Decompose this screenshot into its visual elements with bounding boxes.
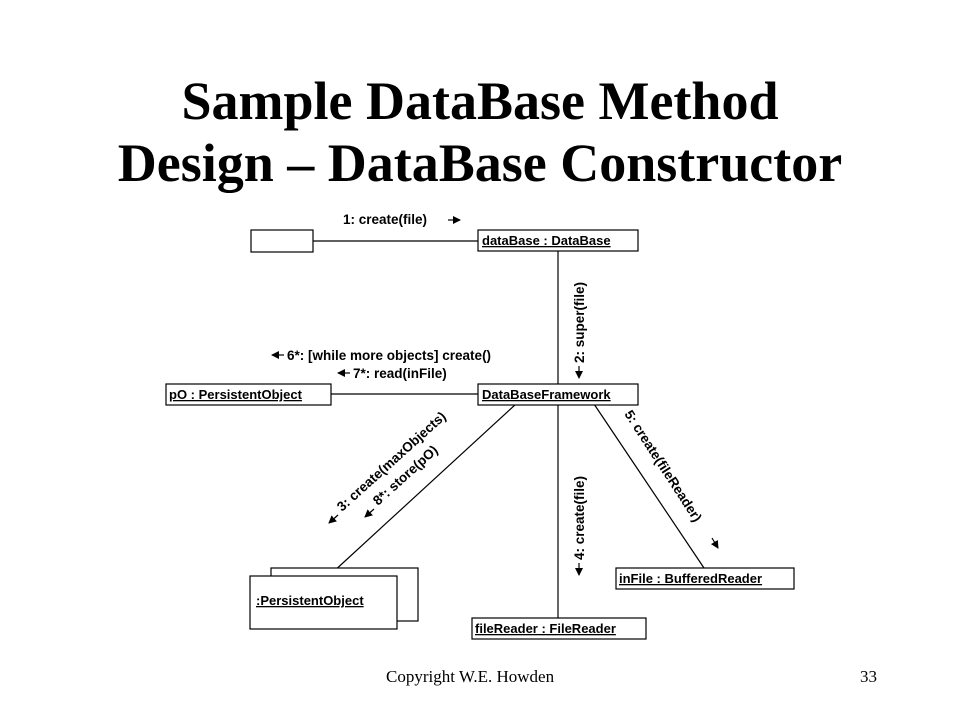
message-5-arrow [710,537,719,549]
object-file-reader-label: fileReader : FileReader [475,621,616,636]
object-buffered-reader: inFile : BufferedReader [615,567,795,590]
message-8-arrow [364,508,375,518]
object-framework-label: DataBaseFramework [482,387,611,402]
slide-title-line-2: Design – DataBase Constructor [117,133,843,193]
slide-title-line-1: Sample DataBase Method [181,71,779,131]
message-7-label: 7*: read(inFile) [353,366,447,381]
object-database-label: dataBase : DataBase [482,233,611,248]
message-1-label: 1: create(file) [343,212,427,227]
message-2-label: 2: super(file) [572,282,587,363]
message-3: 3: create(maxObjects) [328,409,449,524]
object-buffered-reader-label: inFile : BufferedReader [619,571,762,586]
object-persistent-object: pO : PersistentObject [165,383,332,406]
object-persistent-multi-label: :PersistentObject [256,593,364,608]
object-caller [250,229,314,253]
message-4: 4: create(file) [572,476,587,576]
footer-copyright: Copyright W.E. Howden [386,667,555,686]
message-1: 1: create(file) [343,212,461,227]
message-2: 2: super(file) [572,282,587,379]
message-6: 6*: [while more objects] create() [271,348,491,363]
object-database: dataBase : DataBase [477,229,639,252]
message-6-label: 6*: [while more objects] create() [287,348,491,363]
message-3-arrow [328,514,339,524]
object-persistent-multi: :PersistentObject [249,567,419,630]
footer-page-number: 33 [860,667,877,686]
object-persistent-object-label: pO : PersistentObject [169,387,303,402]
message-7: 7*: read(inFile) [337,366,447,381]
object-file-reader: fileReader : FileReader [471,617,647,640]
message-5: 5: create(fileReader) [621,407,719,549]
link-framework-bufferedreader [593,403,705,569]
message-4-label: 4: create(file) [572,476,587,560]
object-framework: DataBaseFramework [477,383,639,406]
links [313,240,705,618]
link-framework-persistentobjects [331,403,517,574]
